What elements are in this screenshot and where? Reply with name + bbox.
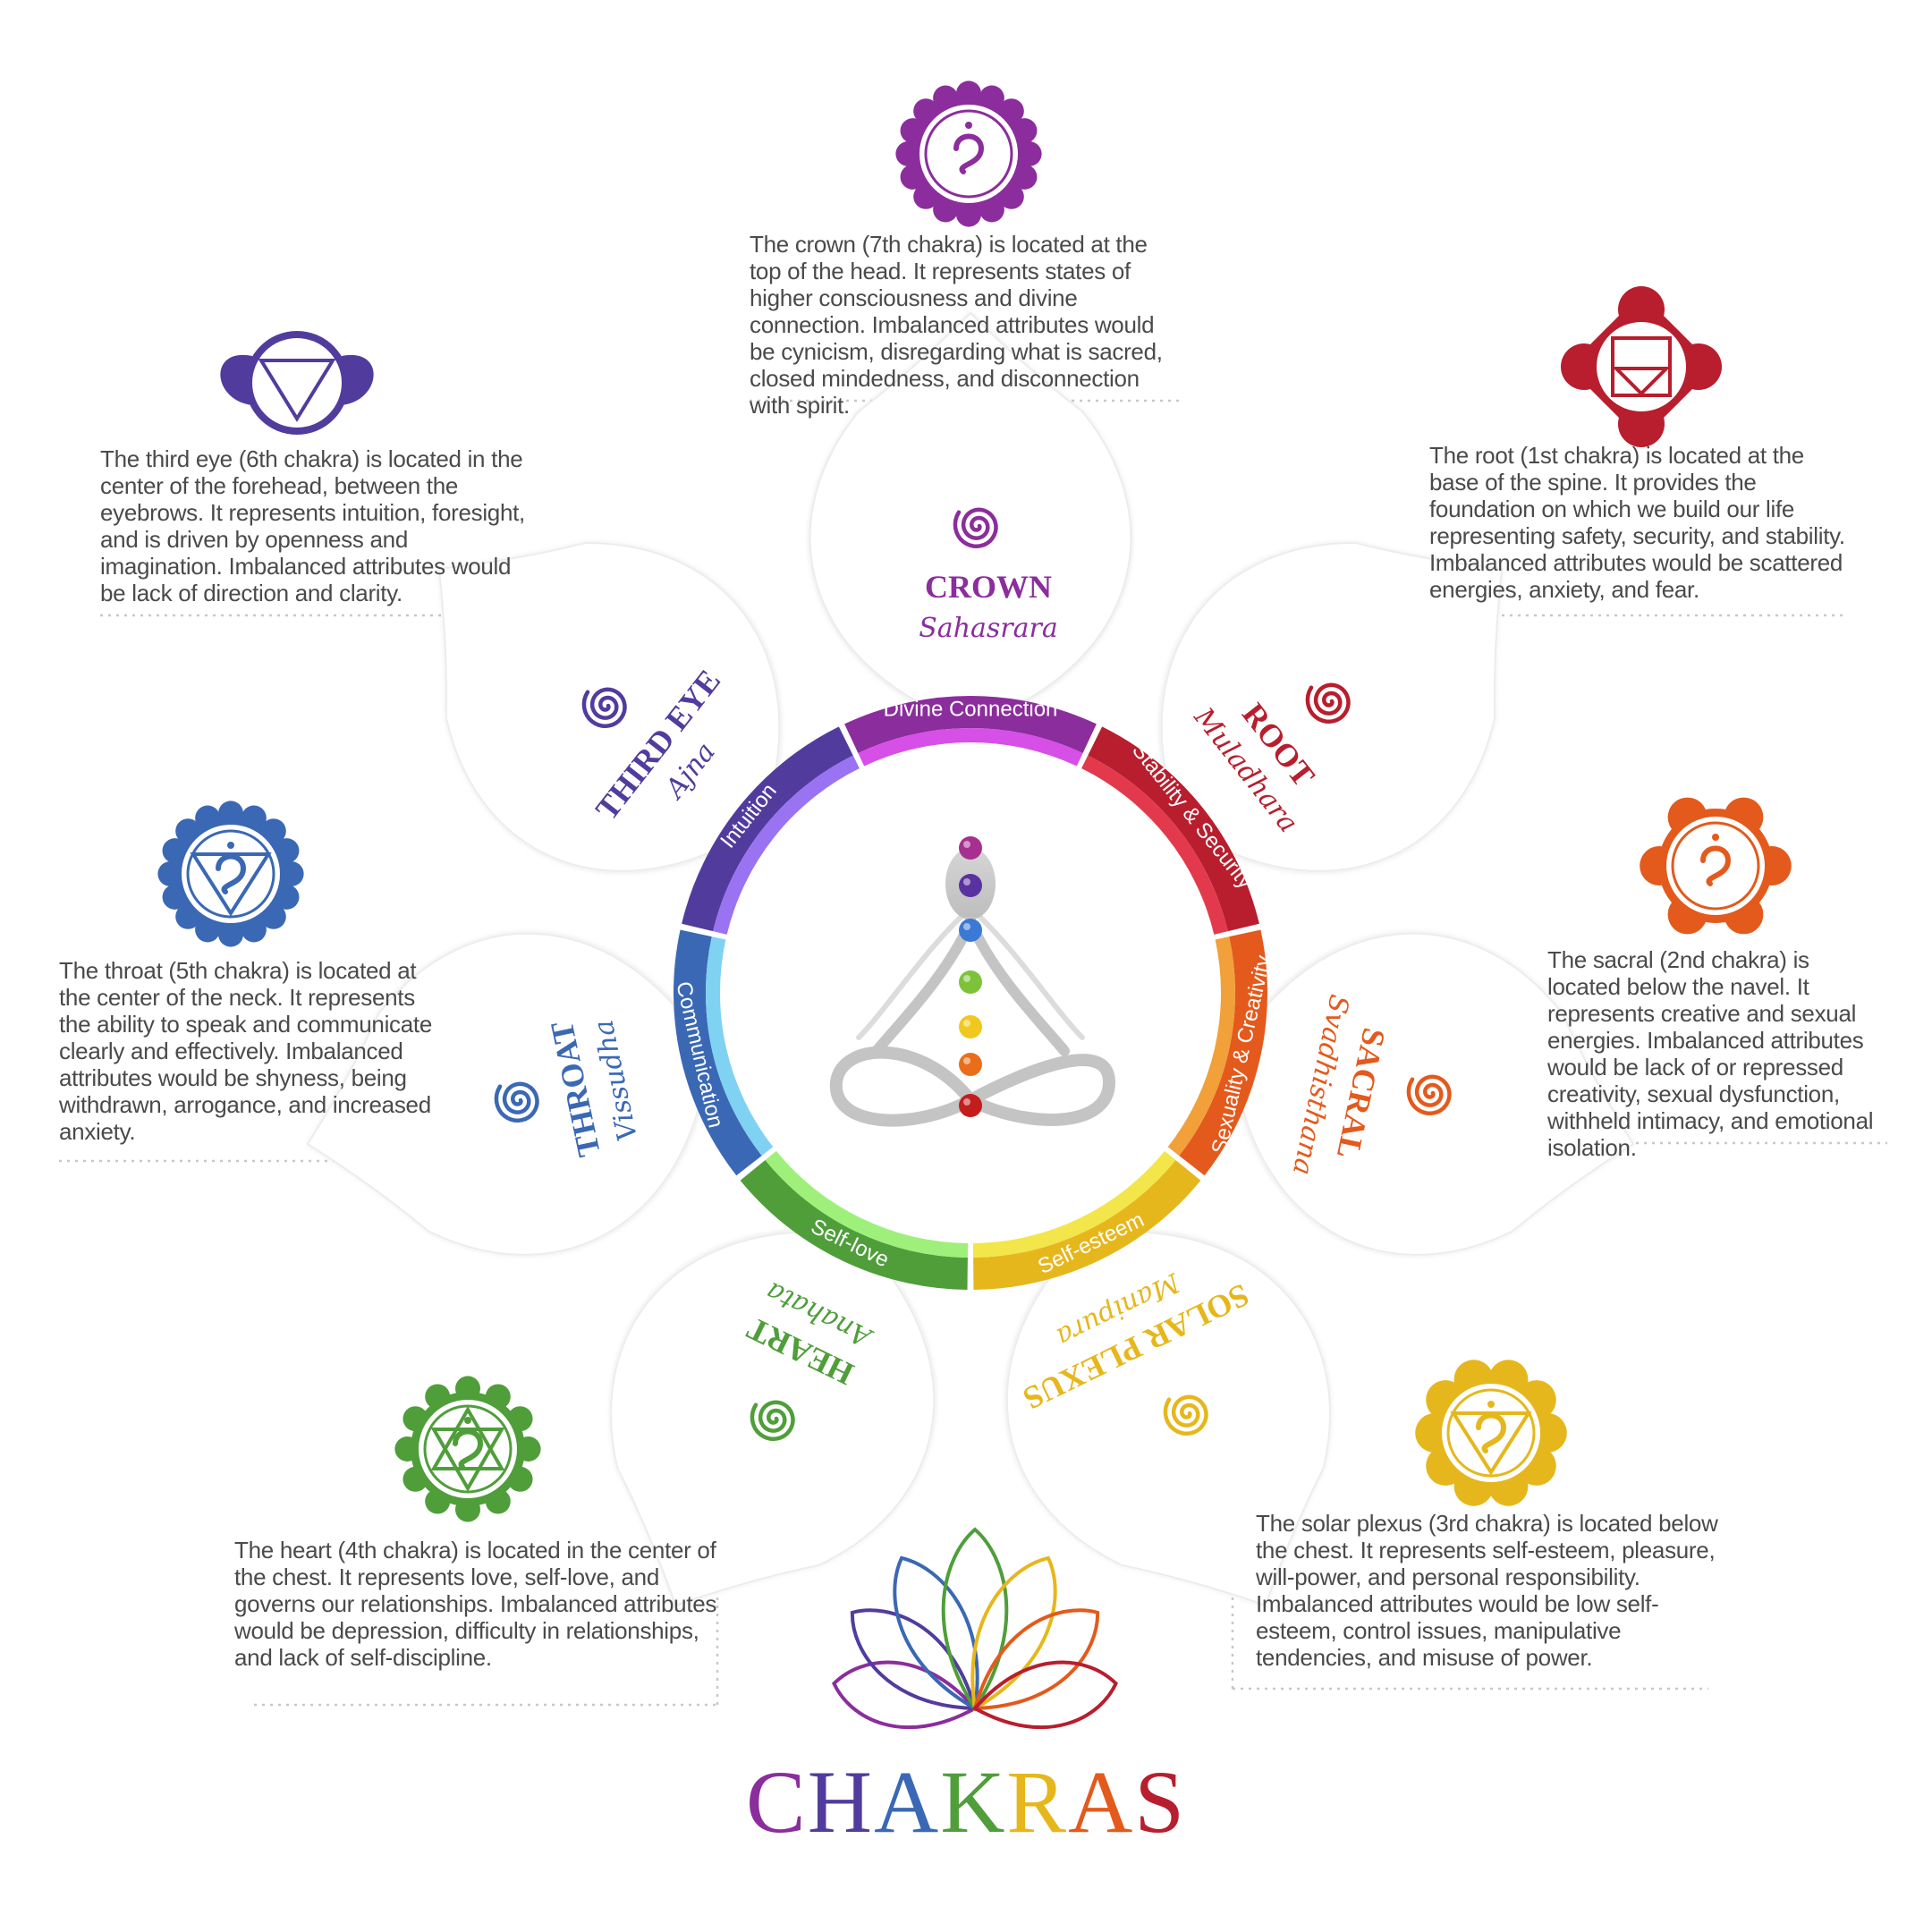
crown-ring-label: Divine Connection: [884, 697, 1058, 721]
crown-spiral-icon: [953, 507, 998, 549]
throat-spiral-icon: [494, 1081, 539, 1123]
sacral-lotus-icon: [1640, 797, 1792, 935]
root-petal: [1160, 541, 1504, 872]
third-eye-lotus-icon: [220, 331, 374, 435]
heart-description: The heart (4th chakra) is located in the…: [234, 1537, 717, 1671]
sacral-description: The sacral (2nd chakra) is located below…: [1547, 946, 1874, 1161]
om-lotus-icon: [895, 80, 1042, 227]
crown-sanskrit: Sahasrara: [919, 613, 1058, 644]
heart-lotus-icon: [394, 1376, 541, 1522]
crown-petal-text: CROWN Sahasrara: [919, 569, 1058, 644]
wordmark-letter: S: [1134, 1752, 1186, 1852]
sacral-spiral-icon: [1406, 1074, 1452, 1116]
petal-flower: [306, 311, 1635, 1607]
lotus-logo-icon: [832, 1527, 1118, 1730]
crown-petal: [809, 311, 1132, 726]
throat-description: The throat (5th chakra) is located at th…: [59, 957, 432, 1145]
chakras-wordmark: CHAKRAS: [698, 1753, 1234, 1852]
solar-plexus-lotus-icon: [1415, 1360, 1567, 1506]
crown-description: The crown (7th chakra) is located at the…: [750, 231, 1163, 419]
wordmark-letter: A: [873, 1752, 941, 1852]
root-description: The root (1st chakra) is located at the …: [1429, 442, 1845, 603]
third-eye-description: The third eye (6th chakra) is located in…: [100, 445, 525, 606]
wordmark-letter: H: [807, 1752, 874, 1852]
wordmark-letter: R: [1006, 1752, 1069, 1852]
heart-spiral-icon: [750, 1400, 795, 1442]
wordmark-letter: A: [1068, 1752, 1135, 1852]
solar-spiral-icon: [1163, 1394, 1208, 1436]
crown-name: CROWN: [925, 569, 1052, 605]
third-eye-spiral-icon: [581, 687, 627, 729]
heart-petal: [610, 1231, 936, 1607]
wordmark-letter: C: [746, 1752, 808, 1852]
root-spiral-icon: [1305, 682, 1351, 724]
solar-plexus-description: The solar plexus (3rd chakra) is located…: [1256, 1510, 1718, 1671]
crown-ring-segment: Divine Connection: [844, 695, 1097, 767]
throat-petal: [306, 932, 710, 1256]
wordmark-letter: K: [940, 1752, 1007, 1852]
root-lotus-icon: [1561, 286, 1722, 447]
meditation-figure: [829, 836, 1116, 1127]
throat-lotus-icon: [157, 801, 304, 947]
